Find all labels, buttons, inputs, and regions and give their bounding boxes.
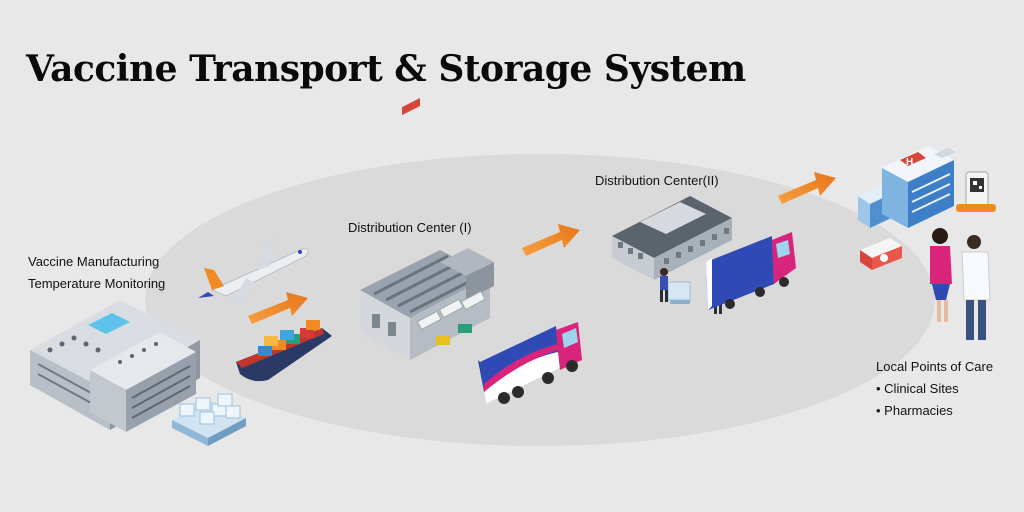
ambulance-icon	[860, 238, 902, 270]
flow-arrow-1-icon	[248, 292, 308, 324]
distribution-center-2-label: Distribution Center(II)	[595, 173, 719, 188]
cargo-ship-icon	[236, 320, 332, 382]
flow-arrow-2-icon	[522, 224, 580, 256]
points-of-care-item: • Pharmacies	[876, 403, 953, 418]
points-of-care-label: Local Points of Care • Clinical Sites • …	[876, 356, 993, 422]
manufacturing-building-icon	[30, 300, 200, 432]
temperature-monitor-device-icon	[956, 171, 996, 212]
refrigerated-truck-icon	[478, 322, 582, 404]
patient-icon	[930, 228, 952, 322]
manufacturing-label: Vaccine Manufacturing Temperature Monito…	[28, 251, 165, 295]
hospital-icon: H	[858, 146, 956, 228]
flow-arrow-3-icon	[778, 172, 836, 204]
doctor-icon	[961, 235, 991, 340]
points-of-care-item: • Clinical Sites	[876, 381, 959, 396]
airplane-icon	[198, 236, 309, 304]
delivery-truck-icon	[706, 232, 796, 310]
manufacturing-label-line-1: Vaccine Manufacturing	[28, 254, 160, 269]
distribution-center-1-label: Distribution Center (I)	[348, 220, 472, 235]
distribution-center-1-warehouse-icon	[360, 97, 494, 360]
vaccine-pallets-icon	[172, 393, 246, 446]
manufacturing-label-line-2: Temperature Monitoring	[28, 276, 166, 291]
svg-text:H: H	[906, 157, 913, 168]
points-of-care-heading: Local Points of Care	[876, 359, 994, 374]
route-ellipse	[145, 154, 935, 446]
distribution-center-2-building-icon	[612, 196, 732, 280]
page-title: Vaccine Transport & Storage System	[26, 48, 746, 90]
